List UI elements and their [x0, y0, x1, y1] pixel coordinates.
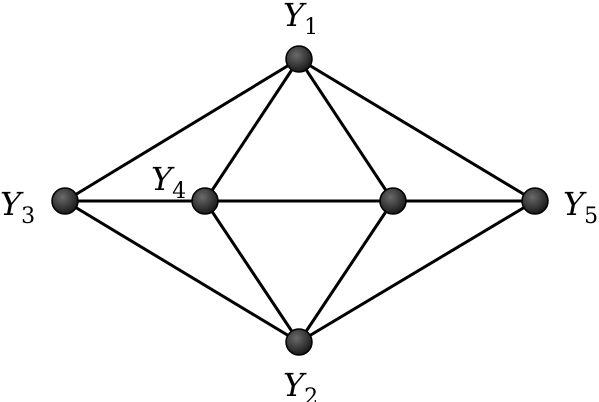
edge-y5-y2 [298, 199, 536, 344]
node-label-y5: Y5 [563, 185, 598, 229]
node-circle-n6 [379, 187, 407, 215]
node-y5 [521, 187, 549, 215]
node-label-y3: Y3 [0, 185, 35, 229]
edge-y4-y2 [203, 200, 301, 343]
edge-y3-y2 [64, 199, 300, 344]
node-circle-y1 [285, 45, 313, 73]
node-label-y2: Y2 [283, 366, 318, 402]
edge-y1-y5 [298, 57, 536, 203]
edge-y1-y3 [64, 57, 300, 203]
node-layer [51, 45, 549, 356]
node-circle-y4 [191, 187, 219, 215]
node-y2 [285, 328, 313, 356]
node-y3 [51, 187, 79, 215]
edge-layer [64, 57, 536, 344]
edge-n6-y2 [297, 200, 395, 343]
edge-y1-n6 [297, 58, 395, 202]
node-circle-y2 [285, 328, 313, 356]
node-circle-y5 [521, 187, 549, 215]
node-circle-y3 [51, 187, 79, 215]
node-label-y4: Y4 [151, 160, 186, 204]
node-n6 [379, 187, 407, 215]
node-y1 [285, 45, 313, 73]
edge-y1-y4 [203, 58, 301, 202]
node-label-y1: Y1 [283, 0, 318, 40]
node-y4 [191, 187, 219, 215]
